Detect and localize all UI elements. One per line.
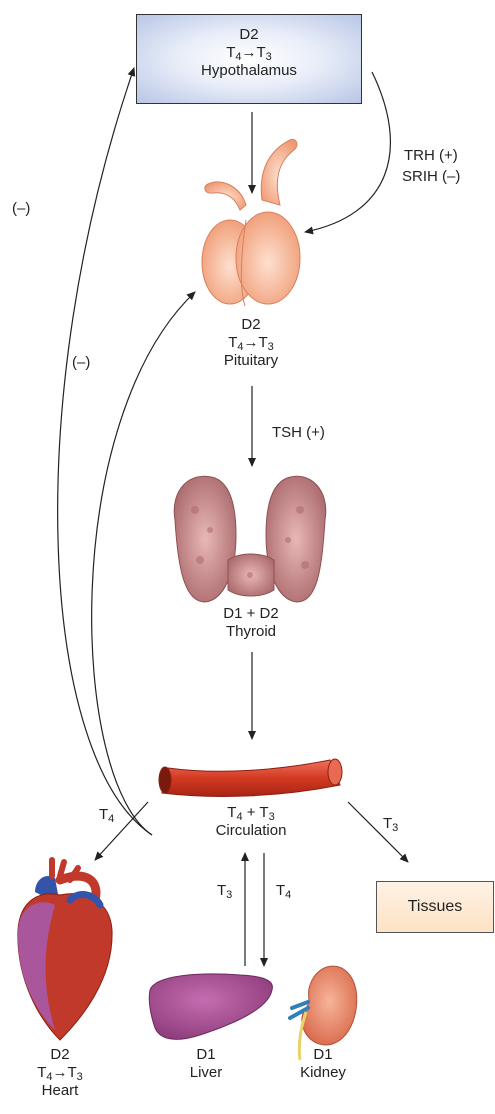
thyroid-label: D1 + D2 Thyroid (223, 605, 278, 641)
hypothalamus-enzyme: D2 (201, 26, 297, 44)
t4-liver-label: T4 (276, 882, 291, 900)
tissues-box: Tissues (376, 881, 494, 933)
thyroid-enzymes: D1 + D2 (223, 605, 278, 623)
pituitary-label: D2 T4→T3 Pituitary (224, 316, 278, 370)
srih-label: SRIH (–) (402, 168, 460, 186)
liver-illustration (149, 974, 272, 1039)
t4-heart-label: T4 (99, 806, 114, 824)
arrow-feedback-hypothalamus (58, 68, 152, 835)
t3-tissues-label: T3 (383, 815, 398, 833)
heart-enzyme: D2 (37, 1046, 83, 1064)
circulation-hormones: T4 + T3 (216, 804, 287, 822)
heart-illustration (18, 860, 112, 1040)
liver-enzyme: D1 (190, 1046, 223, 1064)
feedback-hypothalamus-label: (–) (12, 200, 30, 218)
thyroid-gland-illustration (174, 476, 326, 602)
hypothalamus-name: Hypothalamus (201, 62, 297, 80)
t3-liver-label: T3 (217, 882, 232, 900)
hypothalamus-conversion: T4→T3 (201, 44, 297, 62)
heart-name: Heart (37, 1082, 83, 1100)
feedback-pituitary-label: (–) (72, 354, 90, 372)
circulation-label: T4 + T3 Circulation (216, 804, 287, 840)
liver-label: D1 Liver (190, 1046, 223, 1082)
kidney-label: D1 Kidney (300, 1046, 346, 1082)
circulation-name: Circulation (216, 822, 287, 840)
pituitary-enzyme: D2 (224, 316, 278, 334)
pituitary-gland-illustration (202, 139, 300, 306)
tsh-label: TSH (+) (272, 424, 325, 442)
kidney-enzyme: D1 (300, 1046, 346, 1064)
pituitary-name: Pituitary (224, 352, 278, 370)
kidney-name: Kidney (300, 1064, 346, 1082)
arrow-circulation-to-tissues (348, 802, 408, 862)
blood-vessel-illustration (159, 759, 342, 796)
tissues-label: Tissues (408, 898, 463, 916)
heart-conversion: T4→T3 (37, 1064, 83, 1082)
trh-label: TRH (+) (404, 147, 458, 165)
hypothalamus-label: D2 T4→T3 Hypothalamus (201, 26, 297, 80)
pituitary-conversion: T4→T3 (224, 334, 278, 352)
liver-name: Liver (190, 1064, 223, 1082)
heart-label: D2 T4→T3 Heart (37, 1046, 83, 1100)
thyroid-name: Thyroid (223, 623, 278, 641)
